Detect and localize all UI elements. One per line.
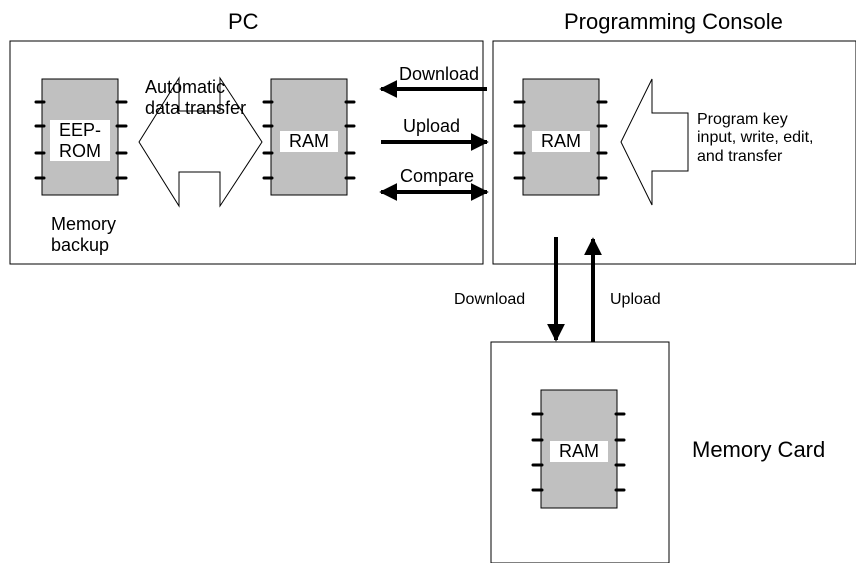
pc-title: PC xyxy=(228,9,259,34)
program-input-label: Program key input, write, edit, and tran… xyxy=(697,111,814,165)
card-upload-label: Upload xyxy=(610,291,661,308)
console-ram-chip-label: RAM xyxy=(532,131,590,152)
card-ram-chip-label: RAM xyxy=(550,441,608,462)
program-input-hollow-arrow xyxy=(620,78,689,206)
download-label: Download xyxy=(399,64,480,84)
memory-card-title: Memory Card xyxy=(692,437,826,462)
programming-console-title: Programming Console xyxy=(564,9,783,34)
memory-backup-label: Memory backup xyxy=(51,214,117,255)
pc-ram-chip-label: RAM xyxy=(280,131,338,152)
automatic-transfer-double-arrow xyxy=(138,76,263,208)
upload-label: Upload xyxy=(403,116,461,136)
compare-label: Compare xyxy=(400,166,475,186)
card-download-label: Download xyxy=(454,291,526,308)
automatic-transfer-label: Automatic data transfer xyxy=(145,77,247,118)
eeprom-chip-label: EEP- ROM xyxy=(50,120,110,162)
